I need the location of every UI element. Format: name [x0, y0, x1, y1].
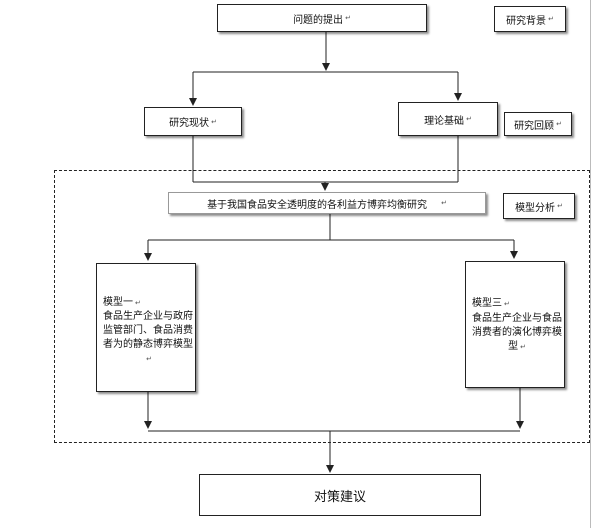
model3-description: 食品生产企业与食品消费者的演化博弈模型↵ [472, 313, 562, 352]
main-research-box: 基于我国食品安全透明度的各利益方博弈均衡研究 ↵ [168, 192, 486, 214]
model1-box: 模型一↵ 食品生产企业与政府监管部门、食品消费者为的静态博弈模型↵ [96, 263, 196, 392]
model-analysis-region [54, 170, 590, 443]
paragraph-mark: ↵ [441, 199, 447, 207]
theory-box: 理论基础↵ [398, 102, 498, 136]
model3-title: 模型三↵ [472, 298, 510, 309]
page-edge-line [590, 0, 591, 528]
model1-description: 食品生产企业与政府监管部门、食品消费者为的静态博弈模型↵ [103, 311, 193, 363]
background-box: 研究背景↵ [494, 6, 566, 32]
model1-title: 模型一↵ [103, 297, 141, 308]
paragraph-mark: ↵ [548, 15, 554, 23]
recommendation-label: 对策建议 [313, 489, 366, 505]
review-label: 研究回顾 [514, 120, 555, 132]
background-label: 研究背景 [506, 15, 547, 27]
paragraph-mark: ↵ [345, 14, 351, 22]
problem-box: 问题的提出↵ [217, 4, 427, 32]
status-label: 研究现状 [169, 118, 210, 129]
paragraph-mark: ↵ [466, 115, 472, 123]
paragraph-mark: ↵ [556, 120, 562, 128]
model-analysis-box: 模型分析↵ [503, 193, 575, 219]
model3-box: 模型三↵ 食品生产企业与食品消费者的演化博弈模型↵ [465, 261, 565, 388]
paragraph-mark: ↵ [211, 117, 217, 126]
problem-label: 问题的提出 [293, 14, 344, 26]
recommendation-box: 对策建议 [199, 474, 481, 516]
paragraph-mark: ↵ [557, 202, 563, 210]
theory-label: 理论基础 [424, 115, 465, 127]
main-research-label: 基于我国食品安全透明度的各利益方博弈均衡研究 [207, 199, 428, 211]
model-analysis-label: 模型分析 [515, 202, 556, 214]
status-box: 研究现状↵ [144, 107, 242, 136]
review-box: 研究回顾↵ [504, 112, 572, 136]
